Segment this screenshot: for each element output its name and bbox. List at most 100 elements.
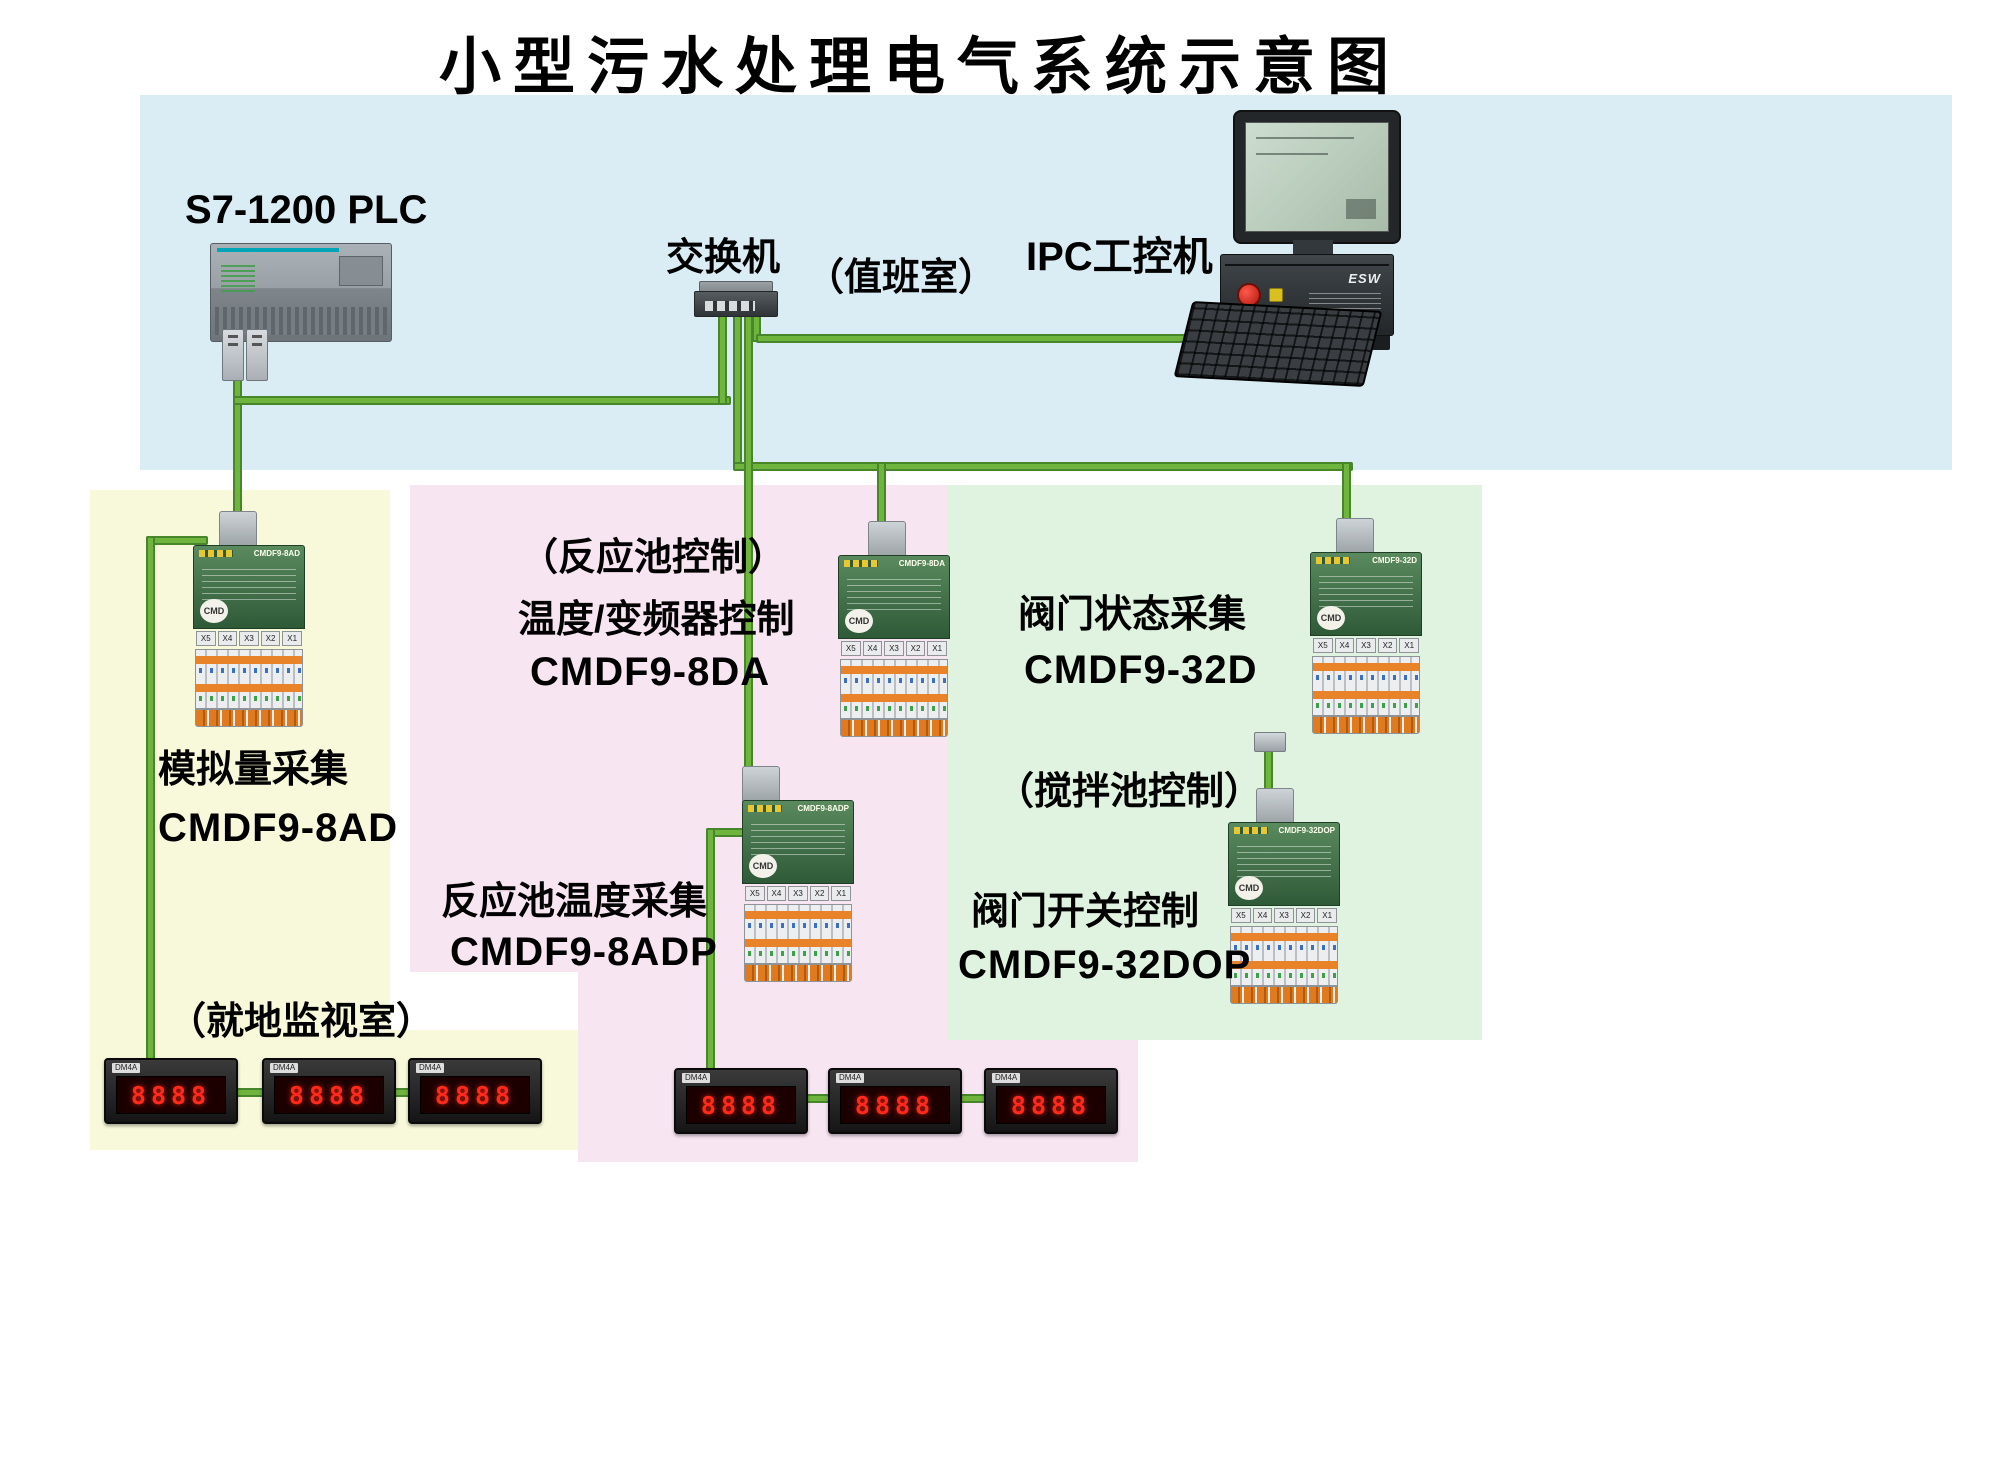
- cable-segment: [233, 396, 731, 405]
- duty-room-label: （值班室）: [806, 257, 997, 299]
- plc-label: S7-1200 PLC: [185, 188, 428, 232]
- wire-clamps: [744, 964, 852, 982]
- left-model-label: CMDF9-8AD: [158, 806, 399, 850]
- meter-model-print: DM4A: [992, 1073, 1021, 1083]
- module-model-print: CMDF9-8ADP: [797, 804, 849, 813]
- terminal-blocks: [1230, 926, 1338, 986]
- cable-connector-icon: [742, 766, 780, 804]
- module-pcb-top: CMDF9-32D CMD: [1310, 552, 1422, 636]
- module-model-print: CMDF9-32DOP: [1278, 826, 1335, 835]
- terminal-blocks: [840, 659, 948, 719]
- module-brand-dots: [199, 550, 233, 557]
- monitor-screen: [1245, 122, 1389, 232]
- cmd-logo: CMD: [1235, 876, 1263, 900]
- monitor-stand: [1293, 240, 1333, 254]
- right-model-bot-label: CMDF9-32DOP: [958, 943, 1252, 987]
- meter-display: 8888: [840, 1086, 950, 1124]
- chassis-button: [1269, 288, 1283, 302]
- chassis-groove: [1225, 264, 1389, 266]
- terminal-blocks: [195, 649, 303, 709]
- left-function-label: 模拟量采集: [158, 749, 349, 791]
- module-brand-dots: [844, 560, 878, 567]
- cable-segment: [718, 310, 727, 405]
- mid-function-top-label: 温度/变频器控制: [518, 599, 795, 641]
- panel-meter: DM4A 8888: [104, 1058, 238, 1124]
- left-room-label: （就地监视室）: [168, 1001, 435, 1043]
- right-model-top-label: CMDF9-32D: [1024, 648, 1258, 692]
- switch-front-face: [694, 291, 778, 317]
- right-function-bot-label: 阀门开关控制: [971, 891, 1200, 933]
- plc-status-leds: [221, 262, 255, 292]
- meter-model-print: DM4A: [416, 1063, 445, 1073]
- screen-content-line: [1256, 137, 1354, 139]
- zone-control-room: [140, 95, 1952, 470]
- cable-connector-icon: [1336, 518, 1374, 556]
- ipc-keyboard: [1173, 301, 1383, 387]
- meter-display: 8888: [116, 1076, 226, 1114]
- meter-model-print: DM4A: [112, 1063, 141, 1073]
- meter-display: 8888: [996, 1086, 1106, 1124]
- wire-clamps: [840, 719, 948, 737]
- screen-content-block: [1346, 199, 1376, 219]
- mid-model-bot-label: CMDF9-8ADP: [450, 930, 718, 974]
- ipc-label: IPC工控机: [1026, 235, 1213, 279]
- cmd-logo: CMD: [749, 854, 777, 878]
- module-text-lines: [847, 576, 941, 610]
- meter-display: 8888: [274, 1076, 384, 1114]
- mid-function-bot-label: 反应池温度采集: [441, 881, 708, 923]
- cmd-logo: CMD: [1317, 606, 1345, 630]
- cable-segment: [733, 462, 1353, 471]
- panel-meter: DM4A 8888: [984, 1068, 1118, 1134]
- meter-display: 8888: [686, 1086, 796, 1124]
- chassis-caption-lines: [1309, 293, 1381, 309]
- plc-device: [210, 243, 392, 381]
- terminal-blocks: [744, 904, 852, 964]
- plc-display-slot: [339, 256, 383, 286]
- cable-connector-icon: [1254, 732, 1286, 752]
- plc-body: [210, 243, 392, 342]
- module-pcb-top: CMDF9-32DOP CMD: [1228, 822, 1340, 906]
- plc-terminal-block: [222, 329, 244, 381]
- cable-segment: [233, 374, 242, 514]
- module-model-print: CMDF9-32D: [1372, 556, 1417, 565]
- module-brand-dots: [748, 805, 782, 812]
- mid-control-label: （反应池控制）: [520, 537, 787, 579]
- meter-model-print: DM4A: [270, 1063, 299, 1073]
- meter-model-print: DM4A: [836, 1073, 865, 1083]
- module-brand-dots: [1316, 557, 1350, 564]
- wire-clamps: [195, 709, 303, 727]
- plc-terminal-block: [246, 329, 268, 381]
- panel-meter: DM4A 8888: [262, 1058, 396, 1124]
- module-pcb-top: CMDF9-8ADP CMD: [742, 800, 854, 884]
- panel-meter: DM4A 8888: [408, 1058, 542, 1124]
- screen-content-line: [1256, 153, 1328, 155]
- wire-clamps: [1312, 716, 1420, 734]
- cable-segment: [146, 536, 155, 1094]
- module-brand-dots: [1234, 827, 1268, 834]
- mid-model-top-label: CMDF9-8DA: [530, 650, 771, 694]
- right-function-top-label: 阀门状态采集: [1018, 594, 1247, 636]
- meter-display: 8888: [420, 1076, 530, 1114]
- cable-connector-icon: [868, 521, 906, 559]
- terminal-blocks: [1312, 656, 1420, 716]
- cable-segment: [146, 536, 208, 545]
- right-control-label: （搅拌池控制）: [996, 771, 1263, 813]
- module-text-lines: [1237, 843, 1331, 877]
- ethernet-switch: [694, 281, 778, 317]
- cable-segment: [1342, 462, 1351, 522]
- module-text-lines: [751, 821, 845, 855]
- cmd-logo: CMD: [845, 609, 873, 633]
